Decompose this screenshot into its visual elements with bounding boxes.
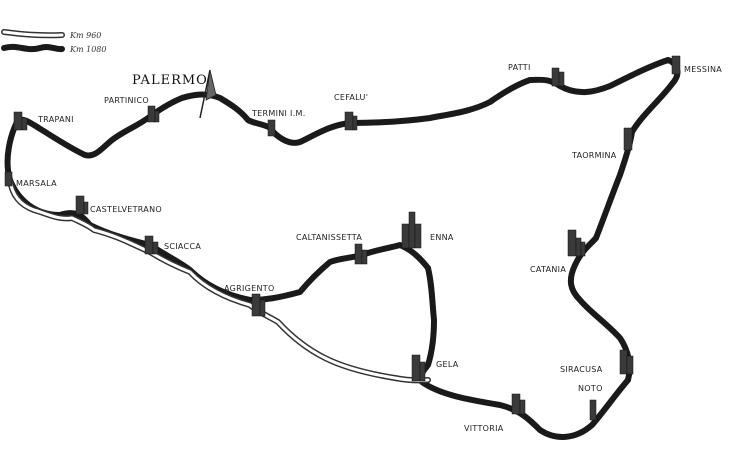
palermo-flag-icon xyxy=(199,69,217,119)
label-siracusa: SIRACUSA xyxy=(560,365,603,374)
town-landmarks xyxy=(4,55,681,421)
castelvetrano-tower-icon xyxy=(75,195,89,215)
route-short-fill xyxy=(8,178,430,382)
label-castelvetrano: CASTELVETRANO xyxy=(90,205,162,214)
town-labels: PALERMO PARTINICO TRAPANI MARSALA CASTEL… xyxy=(16,63,722,433)
route-long-line xyxy=(4,57,681,440)
legend-swatch-short-inner xyxy=(2,30,64,37)
label-palermo: PALERMO xyxy=(132,73,208,88)
legend: Km 960 Km 1080 xyxy=(1,29,106,54)
partinico-tower-icon xyxy=(147,105,160,123)
label-partinico: PARTINICO xyxy=(104,96,149,105)
legend-swatch-long xyxy=(1,43,65,53)
label-patti: PATTI xyxy=(508,63,531,72)
vittoria-tower-icon xyxy=(511,393,526,415)
label-termini: TERMINI I.M. xyxy=(251,109,306,118)
caltanissetta-tower-icon xyxy=(354,243,368,265)
label-vittoria: VITTORIA xyxy=(464,424,504,433)
label-enna: ENNA xyxy=(430,233,454,242)
label-marsala: MARSALA xyxy=(16,179,57,188)
cefalu-tower-icon xyxy=(344,111,358,131)
enna-tower-icon xyxy=(401,211,422,249)
label-trapani: TRAPANI xyxy=(37,115,74,124)
agrigento-tower-icon xyxy=(251,293,266,317)
label-cefalu: CEFALU' xyxy=(334,93,368,102)
noto-tower-icon xyxy=(589,399,597,421)
legend-label-long: Km 1080 xyxy=(69,45,106,54)
label-gela: GELA xyxy=(436,360,459,369)
route-short xyxy=(7,177,431,384)
patti-tower-icon xyxy=(551,67,565,87)
termini-tower-icon xyxy=(267,119,276,137)
label-messina: MESSINA xyxy=(684,65,722,74)
label-catania: CATANIA xyxy=(530,265,566,274)
catania-tower-icon xyxy=(567,229,586,257)
trapani-tower-icon xyxy=(13,111,28,131)
gela-tower-icon xyxy=(411,354,426,382)
label-noto: NOTO xyxy=(578,384,603,393)
marsala-tower-icon xyxy=(4,171,13,187)
siracusa-tower-icon xyxy=(619,349,634,375)
legend-label-short: Km 960 xyxy=(69,31,101,40)
label-taormina: TAORMINA xyxy=(571,151,617,160)
label-caltanissetta: CALTANISSETTA xyxy=(296,233,362,242)
label-agrigento: AGRIGENTO xyxy=(224,284,275,293)
label-sciacca: SCIACCA xyxy=(164,242,201,251)
sciacca-tower-icon xyxy=(144,235,159,255)
taormina-tower-icon xyxy=(623,127,633,151)
route-short-outline xyxy=(7,177,431,384)
messina-tower-icon xyxy=(671,55,681,75)
